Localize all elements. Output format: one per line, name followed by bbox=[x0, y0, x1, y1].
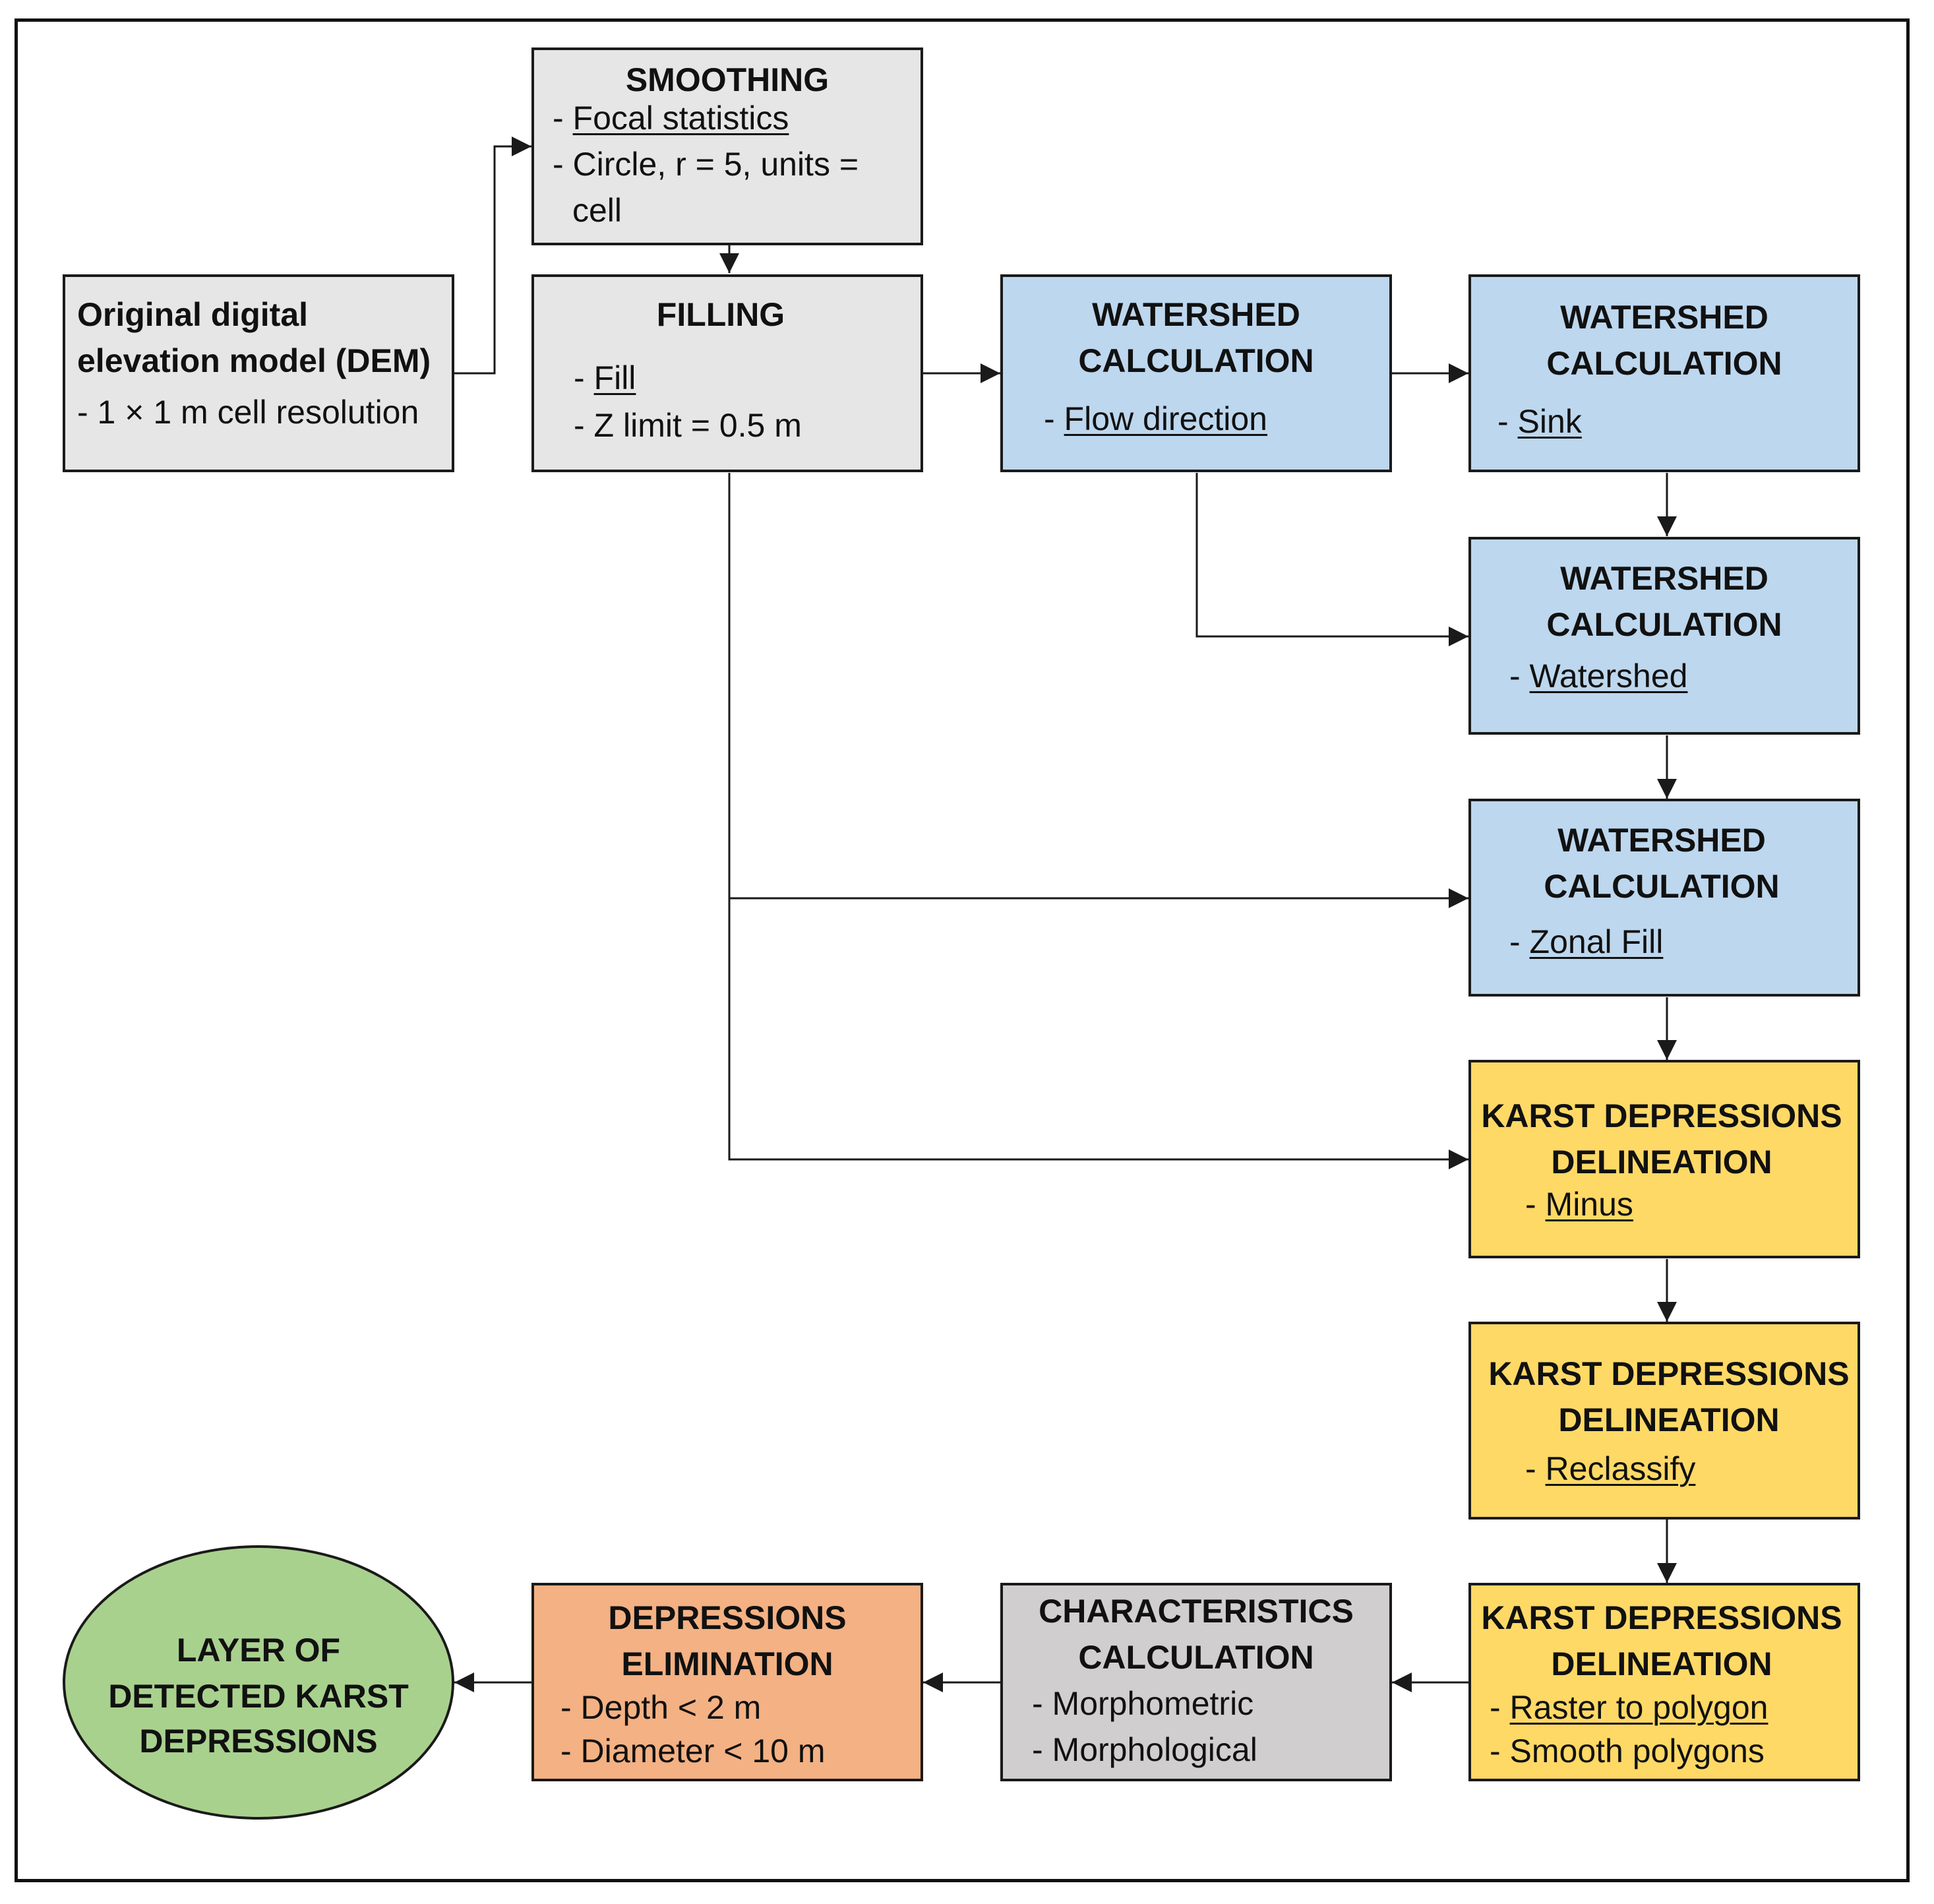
node-characteristics: CHARACTERISTICS CALCULATION - Morphometr… bbox=[1000, 1583, 1392, 1781]
node-zonal-fill: WATERSHED CALCULATION - Zonal Fill bbox=[1468, 799, 1860, 997]
node-title-line-1: WATERSHED bbox=[1560, 299, 1768, 336]
tool-zonal-fill: Zonal Fill bbox=[1529, 923, 1664, 960]
node-item-1: - Sink bbox=[1497, 403, 1582, 440]
node-title: FILLING bbox=[656, 296, 785, 333]
edge-dem-smoothing bbox=[454, 137, 531, 375]
node-title-line-1: WATERSHED bbox=[1092, 296, 1300, 333]
node-title-line-2: CALCULATION bbox=[1546, 606, 1782, 643]
node-title-line-3: DEPRESSIONS bbox=[139, 1723, 378, 1760]
tool-reclassify: Reclassify bbox=[1545, 1450, 1696, 1487]
node-item-2: - Diameter < 10 m bbox=[560, 1733, 826, 1769]
node-item-1: - Raster to polygon bbox=[1490, 1689, 1768, 1726]
node-item-1: - Focal statistics bbox=[553, 100, 789, 137]
node-item-1: - Fill bbox=[574, 359, 636, 396]
node-smoothing: SMOOTHING - Focal statistics - Circle, r… bbox=[531, 47, 923, 245]
node-title-line-1: Original digital bbox=[77, 296, 309, 333]
node-title-line-2: ELIMINATION bbox=[621, 1645, 833, 1682]
node-item-1: - Minus bbox=[1525, 1186, 1633, 1223]
node-title-line-2: DELINEATION bbox=[1558, 1401, 1780, 1438]
node-item-1: - Morphometric bbox=[1032, 1685, 1254, 1722]
node-elimination: DEPRESSIONS ELIMINATION - Depth < 2 m - … bbox=[531, 1583, 923, 1781]
node-item-1: - Watershed bbox=[1509, 658, 1688, 694]
node-title-line-2: DELINEATION bbox=[1551, 1144, 1772, 1181]
node-sink: WATERSHED CALCULATION - Sink bbox=[1468, 274, 1860, 472]
node-title-line-2: CALCULATION bbox=[1078, 1639, 1314, 1676]
diagram-frame bbox=[15, 18, 1910, 1882]
node-item-2: - Smooth polygons bbox=[1490, 1733, 1765, 1769]
node-item-1: - Zonal Fill bbox=[1509, 923, 1664, 960]
node-original-dem: Original digital elevation model (DEM) -… bbox=[63, 274, 454, 472]
node-title-line-1: KARST DEPRESSIONS bbox=[1488, 1355, 1850, 1392]
node-title-line-1: KARST DEPRESSIONS bbox=[1481, 1599, 1842, 1636]
node-filling: FILLING - Fill - Z limit = 0.5 m bbox=[531, 274, 923, 472]
tool-watershed: Watershed bbox=[1529, 658, 1688, 694]
node-item-3: cell bbox=[572, 192, 622, 229]
node-item: - 1 × 1 m cell resolution bbox=[77, 394, 419, 431]
node-title-line-2: CALCULATION bbox=[1078, 342, 1314, 379]
edge-filling-minus bbox=[728, 473, 1468, 1169]
node-title-line-1: KARST DEPRESSIONS bbox=[1481, 1097, 1842, 1134]
node-item-2: - Circle, r = 5, units = bbox=[553, 146, 859, 183]
node-title-line-1: CHARACTERISTICS bbox=[1039, 1593, 1354, 1630]
node-title-line-1: DEPRESSIONS bbox=[608, 1599, 847, 1636]
node-title-line-1: WATERSHED bbox=[1560, 560, 1768, 597]
tool-sink: Sink bbox=[1517, 403, 1582, 440]
node-title-line-1: LAYER OF bbox=[176, 1632, 341, 1669]
node-title-line-2: CALCULATION bbox=[1544, 868, 1780, 905]
node-item-1: - Reclassify bbox=[1525, 1450, 1696, 1487]
node-title-line-1: WATERSHED bbox=[1557, 822, 1766, 859]
node-title-line-2: elevation model (DEM) bbox=[77, 342, 431, 379]
node-watershed: WATERSHED CALCULATION - Watershed bbox=[1468, 537, 1860, 735]
node-item-2: - Morphological bbox=[1032, 1731, 1257, 1768]
node-title: SMOOTHING bbox=[625, 61, 830, 98]
node-reclassify: KARST DEPRESSIONS DELINEATION - Reclassi… bbox=[1468, 1322, 1860, 1520]
node-title-line-2: DELINEATION bbox=[1551, 1645, 1772, 1682]
tool-flow-direction: Flow direction bbox=[1064, 400, 1267, 437]
node-minus: KARST DEPRESSIONS DELINEATION - Minus bbox=[1468, 1060, 1860, 1258]
node-item-2: - Z limit = 0.5 m bbox=[574, 407, 802, 444]
node-item-1: - Depth < 2 m bbox=[560, 1689, 762, 1726]
node-flow-direction: WATERSHED CALCULATION - Flow direction bbox=[1000, 274, 1392, 472]
tool-focal-statistics: Focal statistics bbox=[572, 100, 789, 137]
tool-fill: Fill bbox=[593, 359, 636, 396]
node-result-layer: LAYER OF DETECTED KARST DEPRESSIONS bbox=[63, 1545, 454, 1820]
node-title-line-2: DETECTED KARST bbox=[108, 1678, 409, 1715]
tool-raster-to-polygon: Raster to polygon bbox=[1509, 1689, 1768, 1726]
node-item-1: - Flow direction bbox=[1044, 400, 1267, 437]
tool-minus: Minus bbox=[1545, 1186, 1633, 1223]
node-raster-to-polygon: KARST DEPRESSIONS DELINEATION - Raster t… bbox=[1468, 1583, 1860, 1781]
node-title-line-2: CALCULATION bbox=[1546, 345, 1782, 382]
edge-flow-direction-watershed bbox=[1195, 473, 1468, 646]
